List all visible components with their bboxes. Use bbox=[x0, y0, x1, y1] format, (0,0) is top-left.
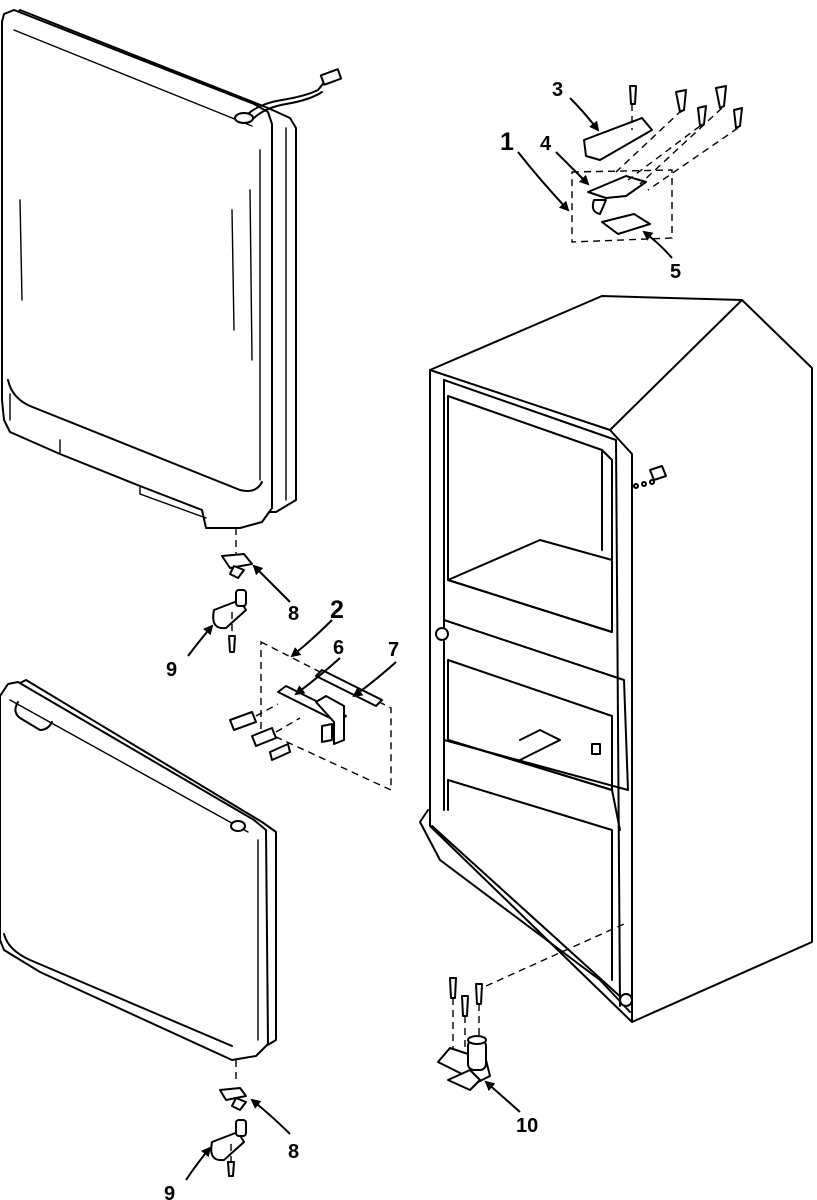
freezer-door bbox=[1, 9, 297, 529]
callout-5: 5 bbox=[670, 261, 681, 283]
leader-5 bbox=[642, 230, 673, 259]
callout-1: 1 bbox=[500, 128, 514, 156]
hinge-pin-upper bbox=[212, 589, 247, 653]
leader-7 bbox=[352, 661, 397, 698]
middle-hinge-assembly bbox=[229, 640, 392, 792]
callout-10: 10 bbox=[516, 1115, 538, 1137]
callout-8-lower: 8 bbox=[288, 1141, 299, 1163]
top-hinge-assembly bbox=[571, 85, 743, 243]
freezer-door-wire-harness bbox=[234, 68, 343, 124]
hinge-washer-lower bbox=[219, 1087, 247, 1111]
hinge-shim bbox=[601, 213, 651, 235]
callout-9-upper: 9 bbox=[166, 659, 177, 681]
refrigerator-cabinet bbox=[419, 295, 813, 1023]
callout-6: 6 bbox=[333, 637, 344, 659]
refrigerator-door bbox=[0, 679, 277, 1061]
leader-8-lower bbox=[250, 1098, 291, 1135]
leader-9-upper bbox=[187, 624, 214, 657]
leader-6 bbox=[294, 657, 341, 696]
callout-3: 3 bbox=[552, 79, 563, 101]
callout-9-lower: 9 bbox=[164, 1183, 175, 1200]
leader-2 bbox=[290, 619, 333, 658]
callout-group: 3 1 4 5 8 9 2 6 7 8 9 10 bbox=[164, 79, 681, 1200]
callout-8-upper: 8 bbox=[288, 603, 299, 625]
hinge-washer-upper bbox=[221, 553, 253, 579]
callout-7: 7 bbox=[388, 639, 399, 661]
callout-2: 2 bbox=[330, 596, 344, 624]
leader-10 bbox=[484, 1080, 521, 1113]
leader-3 bbox=[569, 97, 600, 132]
leader-1 bbox=[517, 151, 570, 212]
hinge-bracket bbox=[587, 175, 647, 199]
bottom-hinge bbox=[437, 923, 625, 1091]
hinge-pin-lower bbox=[210, 1119, 247, 1177]
leader-8-upper bbox=[252, 564, 291, 603]
leader-9-lower bbox=[185, 1146, 212, 1181]
callout-4: 4 bbox=[540, 133, 552, 155]
leader-4 bbox=[555, 151, 590, 186]
